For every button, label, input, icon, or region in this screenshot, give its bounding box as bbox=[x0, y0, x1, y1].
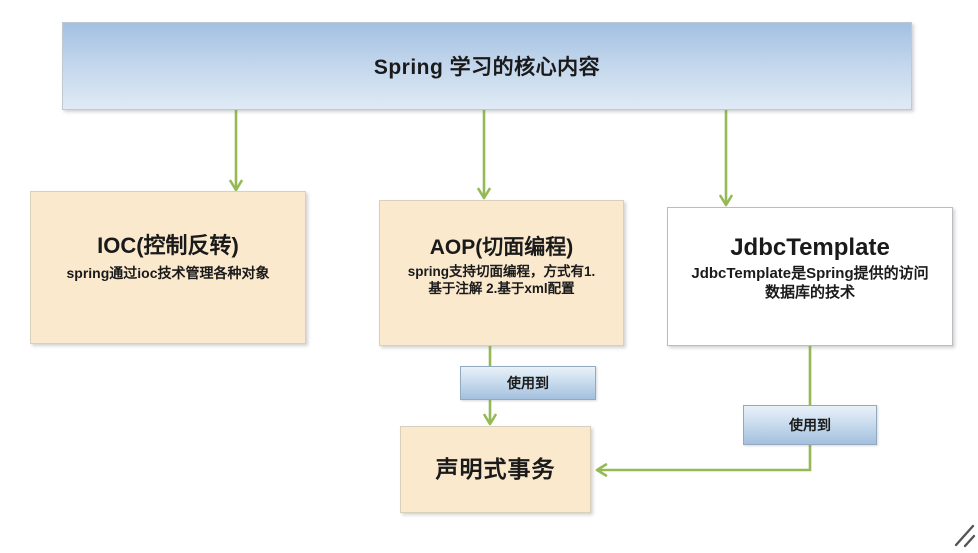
use-badge-aop: 使用到 bbox=[460, 366, 596, 400]
node-declarative-transaction-title: 声明式事务 bbox=[435, 456, 556, 483]
banner-spring-core: Spring 学习的核心内容 bbox=[62, 22, 912, 110]
node-ioc-desc: spring通过ioc技术管理各种对象 bbox=[66, 265, 270, 282]
banner-label: Spring 学习的核心内容 bbox=[373, 56, 601, 79]
use-badge-aop-label: 使用到 bbox=[507, 375, 549, 391]
node-jdbctemplate: JdbcTemplate JdbcTemplate是Spring提供的访问 数据… bbox=[667, 207, 953, 346]
node-aop-desc-line1: spring支持切面编程，方式有1. bbox=[407, 263, 596, 279]
node-ioc-title: IOC(控制反转) bbox=[97, 232, 239, 258]
node-ioc: IOC(控制反转) spring通过ioc技术管理各种对象 bbox=[30, 191, 306, 344]
node-aop-title: AOP(切面编程) bbox=[429, 236, 574, 260]
node-aop-desc: spring支持切面编程，方式有1. 基于注解 2.基于xml配置 bbox=[408, 263, 596, 298]
node-aop: AOP(切面编程) spring支持切面编程，方式有1. 基于注解 2.基于xm… bbox=[379, 200, 624, 346]
node-jdbctemplate-title: JdbcTemplate bbox=[730, 234, 890, 262]
node-aop-desc-line2: 基于注解 2.基于xml配置 bbox=[428, 281, 575, 297]
node-declarative-transaction: 声明式事务 bbox=[400, 426, 591, 513]
node-jdbctemplate-desc-line2: 数据库的技术 bbox=[764, 284, 855, 302]
node-jdbctemplate-desc: JdbcTemplate是Spring提供的访问 数据库的技术 bbox=[691, 264, 928, 303]
node-jdbctemplate-desc-line1: JdbcTemplate是Spring提供的访问 bbox=[691, 264, 929, 282]
